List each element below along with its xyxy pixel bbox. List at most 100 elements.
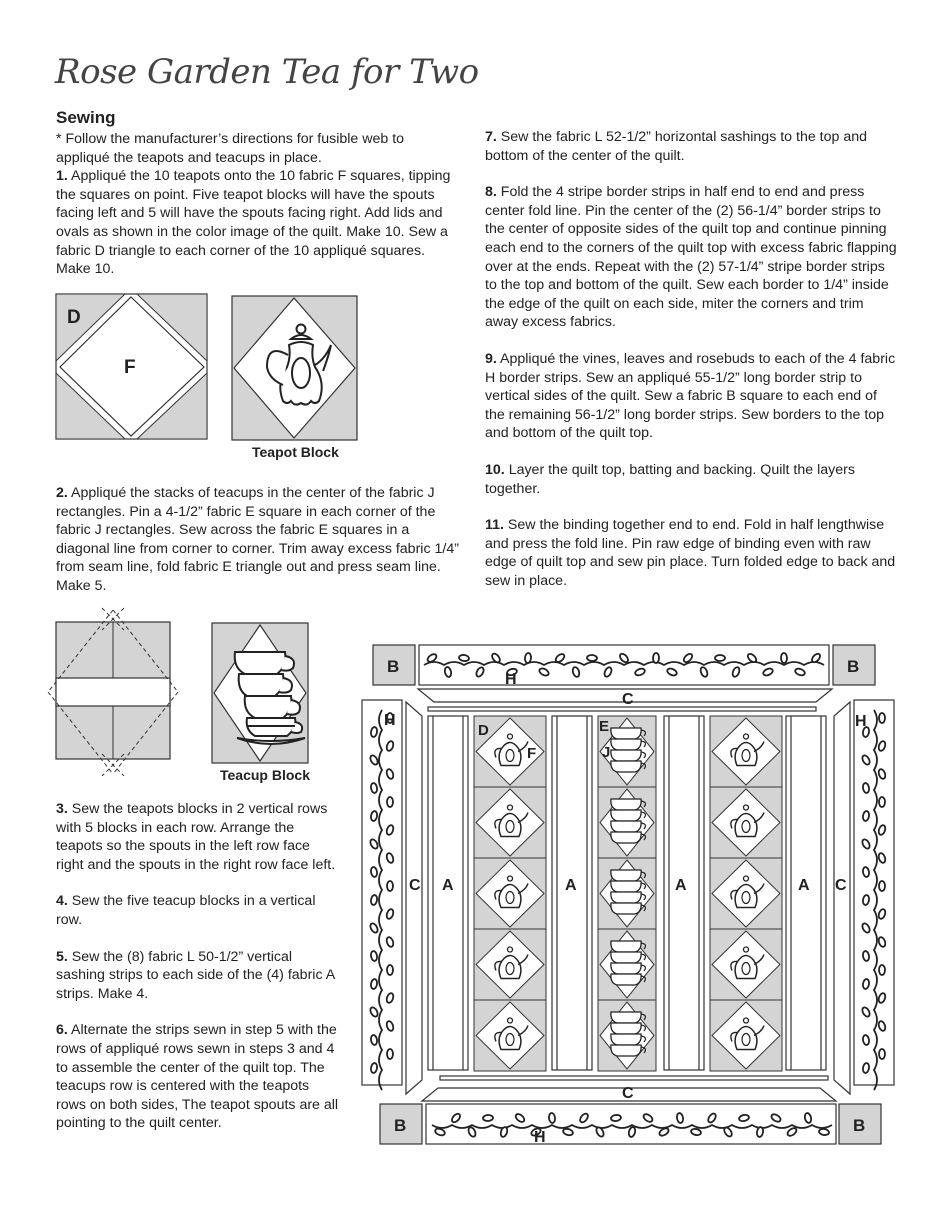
teapot-block-caption: Teapot Block [252,444,339,460]
teapot-block [709,999,783,1072]
teapot-oval-icon [505,748,515,763]
leaf-icon [538,667,550,677]
teapot-oval-icon [741,1032,751,1047]
leaf-icon [690,1127,702,1137]
label-d: D [478,722,489,739]
step-8-text: Fold the 4 stripe border strips in half … [485,184,897,331]
leaf-icon [877,824,887,836]
leaf-icon [370,1034,378,1046]
teacup-stack-icon [233,651,306,745]
step-9: 9. Appliqué the vines, leaves and rosebu… [485,350,900,443]
label-b-top-left: B [387,657,399,676]
teacup-icon [610,820,642,833]
leaf-icon [385,740,395,752]
teapot-icon [265,323,332,406]
leaf-icon [385,824,395,836]
leaf-icon [877,768,887,780]
teacup-icon [610,760,642,773]
leaf-icon [699,666,709,678]
step-11-number: 11. [485,517,504,534]
leaf-icon [682,653,694,663]
leaf-icon [714,654,726,662]
teapot-block [473,999,547,1072]
teacup-icon [610,902,642,915]
teapot-handle-icon [730,747,739,758]
leaf-icon [506,667,518,677]
leaf-icon [676,1112,684,1124]
label-e: E [599,718,609,735]
teacup-icon [610,1044,642,1057]
label-h-left: H [384,712,396,729]
teacup-icon [610,869,642,882]
step-11: 11. Sew the binding together end to end.… [485,516,900,590]
teacup-handle-icon [640,942,647,950]
teapot-lid-icon [506,733,514,740]
leaf-icon [818,1128,830,1136]
strip-a-4 [785,715,827,1071]
corner-b-bottom-right [838,1103,882,1145]
label-b-top-right: B [847,657,859,676]
label-a-1: A [442,877,454,894]
teapot-handle-icon [730,818,739,829]
leaf-icon [877,1020,887,1032]
label-h-bottom: H [534,1129,546,1146]
leaf-icon [386,964,394,976]
leaf-icon [369,754,379,766]
leaf-icon [862,866,870,878]
teacup-block [597,715,657,788]
teacup-handle-icon [640,975,647,983]
teapot-spout-icon [753,1025,765,1037]
leaf-icon [586,654,598,662]
teacup-handle-icon [640,904,647,912]
step-1: 1. Appliqué the 10 teapots onto the 10 f… [56,167,451,279]
teacup-handle-icon [640,729,647,737]
leaf-icon [738,1113,750,1123]
step-8: 8. Fold the 4 stripe border strips in ha… [485,183,900,332]
teacup-icon [610,973,642,986]
teacup-handle-icon [640,751,647,759]
leaf-icon [634,667,646,677]
teapot-lid-icon [506,875,514,882]
teacup-icon [610,880,642,893]
sashing-l-bottom [439,1075,829,1081]
leaf-icon [731,666,741,678]
teapot-oval-icon [741,819,751,834]
leaf-icon [475,666,485,678]
teacup-icon [610,951,642,964]
teacup-handle-icon [640,762,647,770]
border-h-bottom [425,1103,837,1145]
border-h-right [853,699,895,1086]
label-b-bottom-left: B [394,1116,406,1135]
teacup-handle-icon [640,964,647,972]
leaf-icon [610,1114,622,1122]
strip-a-2 [551,715,593,1071]
leaf-icon [369,838,379,850]
leaf-icon [878,964,886,976]
leaf-icon [811,652,821,664]
step-5-text: Sew the (8) fabric L 50-1/2” vertical sa… [56,948,335,1002]
leaf-icon [878,1048,886,1060]
step-9-text: Appliqué the vines, leaves and rosebuds … [485,350,896,442]
teapot-oval-icon [741,748,751,763]
leaf-icon [762,667,774,677]
step-6: 6. Alternate the strips sewn in step 5 w… [56,1021,341,1133]
leaf-icon [369,922,379,934]
teapot-oval-icon [505,961,515,976]
border-c-top [416,688,834,703]
leaf-icon [861,1006,871,1018]
teacup-icon [610,1022,642,1035]
leaf-icon [877,740,887,752]
teacup-handle-icon [640,1013,647,1021]
teapot-spout-icon [753,812,765,824]
leaf-icon [370,894,378,906]
teapot-spout-icon [517,812,529,824]
teapot-lid-icon [506,804,514,811]
teapot-block [473,786,547,859]
leaf-icon [877,936,887,948]
teapot-block [473,928,547,1001]
teapot-block-diagram [231,295,358,441]
leaf-icon [746,653,758,663]
left-instructions-top: * Follow the manufacturer’s directions f… [56,130,451,279]
leaf-icon [794,667,806,677]
teacup-handle-icon [640,800,647,808]
